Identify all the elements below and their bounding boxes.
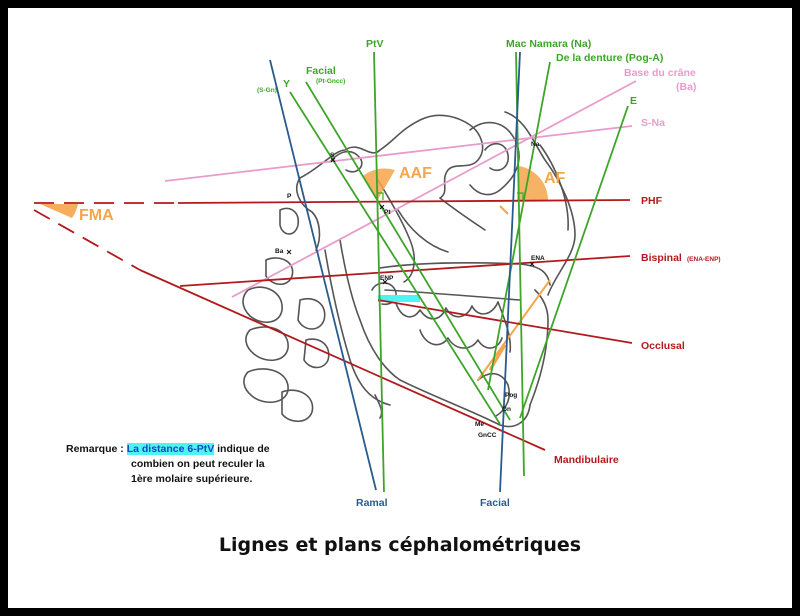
page-title: Lignes et plans céphalométriques [218, 534, 582, 556]
right-angle-marker-na [517, 192, 524, 200]
point-pog-label: Pog [505, 392, 517, 399]
fma-angle-wedge [40, 204, 78, 218]
ptv-label: PtV [366, 38, 384, 50]
denture-line [487, 61, 551, 391]
ramal-line [269, 59, 377, 491]
point-p-label: P [287, 193, 292, 200]
mandibulaire-line [139, 269, 546, 451]
facial-pt-gncc-line [305, 81, 511, 421]
af-label: AF [544, 170, 566, 187]
phf-line-solid [177, 199, 631, 204]
base-crane-sub-label: (Ba) [676, 81, 696, 93]
occlusal-line [377, 299, 633, 344]
facial-line [499, 51, 521, 493]
mandibulaire-line-dashed [33, 209, 141, 271]
y-line [289, 91, 501, 425]
point-na-label: Na [531, 141, 540, 148]
white-panel [8, 8, 792, 608]
landmark-points [286, 157, 535, 285]
fma-label: FMA [79, 207, 114, 224]
y-label: Y [283, 78, 290, 90]
e-line [519, 105, 629, 419]
point-ba-label: Ba [275, 248, 284, 255]
point-gncc-label: GnCC [478, 432, 497, 439]
distance-6-ptv-bar [378, 295, 420, 302]
y-sub-label: (S-Gn) [257, 87, 277, 94]
point-ena-label: ENA [531, 255, 545, 262]
denture-label: De la denture (Pog-A) [556, 52, 663, 64]
ramal-label: Ramal [356, 497, 388, 509]
bispinal-label: Bispinal [641, 252, 682, 264]
point-gn-label: Gn [502, 406, 511, 413]
base-crane-line [231, 80, 637, 298]
phf-label: PHF [641, 195, 663, 207]
remark-note: Remarque : La distance 6-PtV indique de … [66, 442, 316, 487]
aaf-angle-wedge [363, 168, 395, 201]
point-me-label: Me [475, 421, 484, 428]
e-label: E [630, 95, 637, 107]
point-s-label: S [330, 152, 335, 159]
bispinal-line [179, 255, 631, 287]
facial-top-label: Facial [306, 65, 336, 77]
bispinal-sub-label: (ENA-ENP) [687, 256, 721, 263]
sna-label: S-Na [641, 117, 665, 129]
remark-line2: combien on peut reculer la [131, 458, 265, 470]
remark-line3: 1ère molaire supérieure. [131, 473, 253, 485]
mandibulaire-label: Mandibulaire [554, 454, 619, 466]
remark-line1-rest: indique de [214, 443, 270, 455]
facial-top-sub-label: (Pt-Gncc) [316, 78, 345, 85]
ptv-line [373, 51, 385, 493]
point-enp-label: ENP [380, 275, 394, 282]
mac-namara-label: Mac Namara (Na) [506, 38, 591, 50]
orange-tick-a [499, 205, 509, 215]
remark-prefix: Remarque : [66, 443, 124, 455]
distance-highlight: La distance 6-PtV [126, 443, 215, 455]
facial-bottom-label: Facial [480, 497, 510, 509]
right-angle-marker-pt [377, 192, 384, 200]
occlusal-label: Occlusal [641, 340, 685, 352]
s-na-line [164, 125, 633, 182]
base-crane-label: Base du crâne [624, 67, 696, 79]
orange-tick-b [477, 279, 551, 381]
point-pt-label: Pt [384, 209, 391, 216]
aaf-label: AAF [399, 165, 432, 182]
